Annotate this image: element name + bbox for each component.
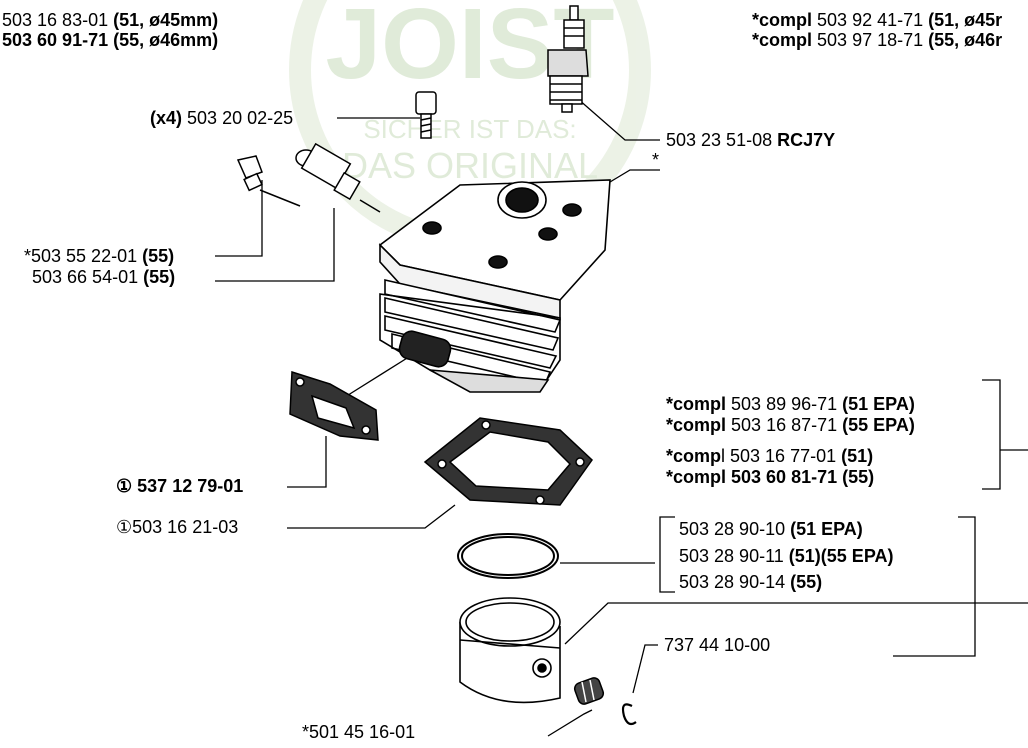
kit-label-55: *compl 503 60 81-71 (55)	[666, 467, 875, 487]
bolt-quantity: (x4)	[150, 108, 183, 128]
bracket-ring	[659, 516, 675, 593]
cylinder-compl-label-51: *compl 503 92 41-71 (51, ø45r	[752, 10, 1002, 30]
part-number: 503 66 54-01	[32, 267, 139, 287]
leader-decomp	[215, 180, 263, 257]
part-spec: (51 EPA)	[790, 519, 863, 539]
part-number: 503 28 90-14	[679, 572, 786, 592]
cylinder-compl-label-55: *compl 503 97 18-71 (55, ø46r	[752, 30, 1002, 50]
part-spec: (55 EPA)	[842, 415, 915, 435]
circlip-illustration	[621, 703, 637, 726]
watermark-line2: DAS ORIGINAL	[342, 145, 598, 186]
part-number: *503 55 22-01	[24, 246, 138, 266]
kit-label-51-epa: *compl 503 89 96-71 (51 EPA)	[666, 394, 915, 414]
decompression-valve-label: *503 55 22-01 (55)	[24, 246, 174, 266]
compl-prefix: *compl	[752, 10, 813, 30]
part-number: 537 12 79-01	[137, 476, 244, 496]
piston-illustration	[459, 597, 561, 704]
piston-ring-illustration	[457, 533, 559, 579]
leader-circlip	[632, 644, 658, 694]
note-marker: ①	[116, 517, 133, 537]
bolt-label: (x4) 503 20 02-25	[150, 108, 293, 128]
kit-label-51: *compl 503 16 77-01 (51)	[666, 446, 873, 466]
part-number: 503 16 83-01	[2, 10, 109, 30]
base-gasket-label: ①503 16 21-03	[116, 517, 238, 537]
exhaust-gasket-illustration	[289, 370, 379, 441]
leader-piston	[564, 602, 975, 645]
bracket-outer	[893, 516, 976, 657]
compl-prefix: *compl	[666, 394, 727, 414]
part-number: l 503 16 77-01	[721, 446, 837, 466]
needle-bearing-label: *501 45 16-01	[302, 722, 416, 742]
part-number: 503 28 90-11	[679, 546, 784, 566]
base-gasket-illustration	[423, 417, 593, 506]
cylinder-illustration	[378, 179, 611, 393]
needle-bearing-illustration	[573, 677, 605, 705]
part-spec: (55)	[790, 572, 823, 592]
spark-plug-label: 503 23 51-08 RCJ7Y	[666, 130, 835, 150]
valve-fitting-illustration	[295, 142, 381, 213]
part-number: 503 28 90-10	[679, 519, 786, 539]
plug-type: RCJ7Y	[777, 130, 836, 150]
part-number: 503 97 18-71	[817, 30, 924, 50]
leader-lines	[215, 91, 1028, 737]
note-marker: ①	[116, 476, 133, 496]
decompression-valve-illustration	[236, 155, 301, 207]
leader-exh-gasket	[287, 436, 327, 488]
ring-label-51-epa: 503 28 90-10 (51 EPA)	[679, 519, 863, 539]
leader-bearing	[547, 709, 593, 737]
kit-label-55-epa: *compl 503 16 87-71 (55 EPA)	[666, 415, 915, 435]
bracket-kit	[982, 379, 1001, 490]
part-number: 503 16 87-71	[731, 415, 838, 435]
compl-prefix: *compl	[752, 30, 813, 50]
leader-exh-gasket-cyl	[344, 354, 413, 398]
ring-label-51: 503 28 90-11 (51)(55 EPA)	[679, 546, 893, 566]
part-spec: (55)	[142, 246, 175, 266]
exhaust-gasket-label: ① 537 12 79-01	[116, 476, 243, 496]
part-number: 503 23 51-08	[666, 130, 773, 150]
spark-plug-illustration	[547, 5, 589, 113]
part-spec: (51, ø45r	[928, 10, 1003, 30]
part-spec: (55, ø46r	[928, 30, 1003, 50]
leader-valve	[215, 208, 335, 282]
compl-prefix: *comp	[666, 446, 722, 466]
part-spec: (55)	[143, 267, 176, 287]
watermark-line1: SICHER IST DAS:	[363, 114, 576, 144]
bolt-illustration	[415, 91, 437, 139]
part-number: 503 92 41-71	[817, 10, 924, 30]
compl-prefix: *compl	[666, 415, 727, 435]
part-number: 503 16 21-03	[132, 517, 239, 537]
cylinder-asterisk: *	[652, 150, 660, 170]
ring-label-55: 503 28 90-14 (55)	[679, 572, 822, 592]
leader-base-gasket	[287, 504, 456, 529]
circlip-label: 737 44 10-00	[664, 635, 771, 655]
part-spec: (51 EPA)	[842, 394, 915, 414]
part-spec: (51)	[841, 446, 874, 466]
valve-fitting-label: 503 66 54-01 (55)	[32, 267, 175, 287]
cylinder-part-label-51: 503 16 83-01 (51, ø45mm)	[2, 10, 218, 30]
cylinder-part-label-55: 503 60 91-71 (55, ø46mm)	[2, 30, 219, 50]
part-spec: (51, ø45mm)	[113, 10, 219, 30]
part-number: 503 20 02-25	[187, 108, 294, 128]
part-number: 503 89 96-71	[731, 394, 838, 414]
leader-spark-plug	[569, 91, 660, 141]
part-spec: (51)(55 EPA)	[788, 546, 894, 566]
